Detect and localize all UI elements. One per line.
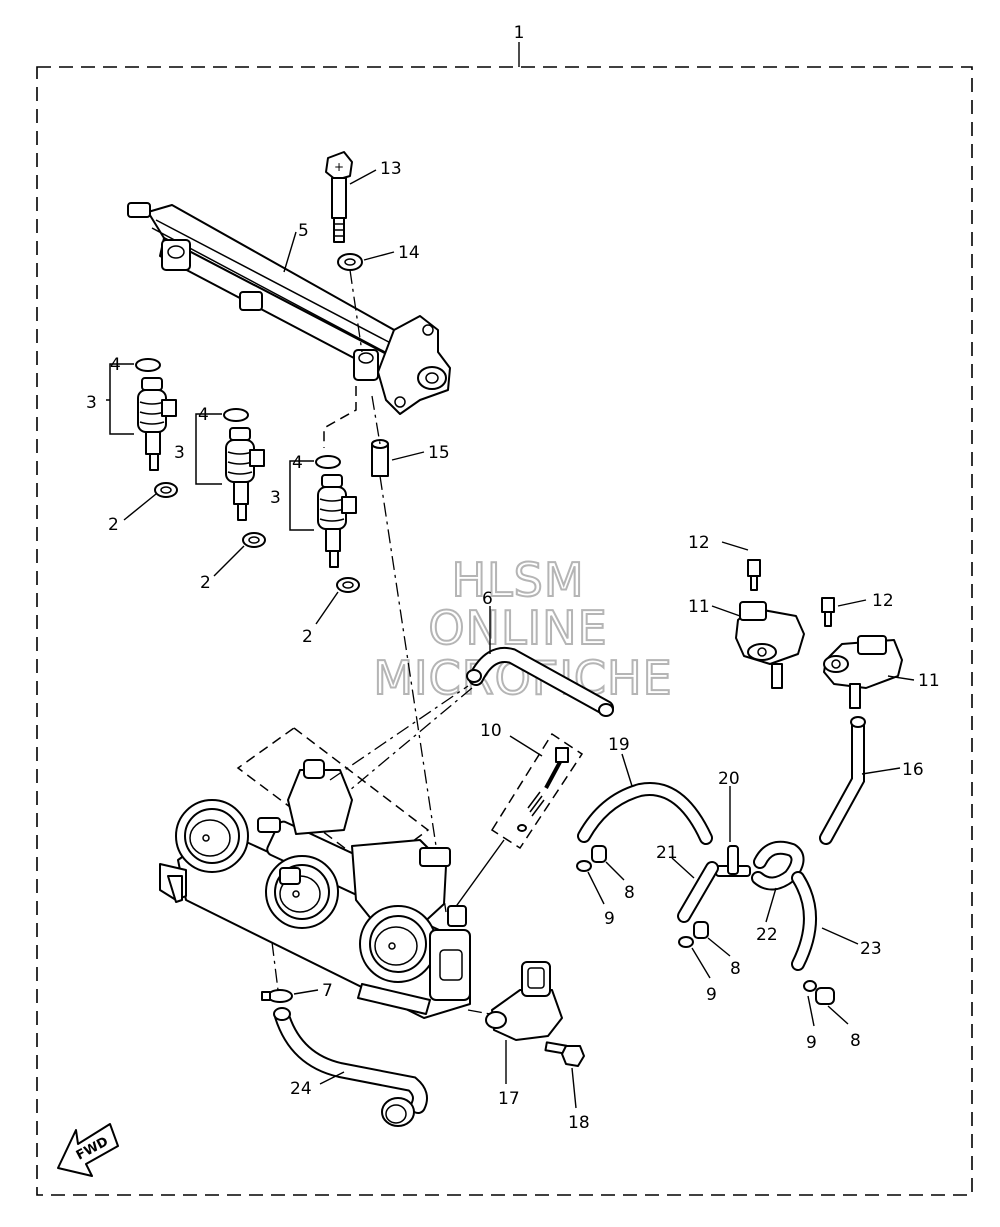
pressure-sensor-1 (735, 559, 805, 689)
callout-18: 18 (568, 1113, 590, 1133)
callout-16: 16 (902, 760, 924, 780)
callout-10: 10 (480, 721, 502, 741)
callout-13: 13 (380, 159, 402, 179)
callout-19: 19 (608, 735, 630, 755)
cap-8-c (815, 987, 835, 1005)
clip-9-b (678, 936, 694, 948)
callout-12-a: 12 (688, 533, 710, 553)
callout-3-c: 3 (270, 488, 281, 508)
fuel-rail (127, 202, 451, 415)
clip-9-a (576, 860, 592, 872)
callout-21: 21 (656, 843, 678, 863)
callout-20: 20 (718, 769, 740, 789)
adjust-screw-set (490, 732, 584, 850)
hose-23 (791, 871, 817, 971)
callout-9-a: 9 (604, 909, 615, 929)
callout-14: 14 (398, 243, 420, 263)
injector-2 (223, 408, 266, 548)
callout-23: 23 (860, 939, 882, 959)
injector-1 (135, 358, 178, 498)
rail-collar (371, 439, 389, 477)
hose-19 (577, 782, 713, 845)
callout-4-c: 4 (292, 453, 303, 473)
callout-9-c: 9 (806, 1033, 817, 1053)
sensor-bolt (544, 1041, 585, 1067)
callout-12-b: 12 (872, 591, 894, 611)
watermark-line-2: ONLINE (428, 601, 607, 655)
hose-clip-7 (261, 989, 293, 1003)
callout-11-b: 11 (918, 671, 940, 691)
throttle-position-sensor (485, 961, 563, 1041)
callout-4-a: 4 (110, 355, 121, 375)
callout-22: 22 (756, 925, 778, 945)
hose-24 (273, 1007, 428, 1127)
callout-15: 15 (428, 443, 450, 463)
callout-9-b: 9 (706, 985, 717, 1005)
callout-2-a: 2 (108, 515, 119, 535)
assembly-boundary (36, 66, 973, 1196)
callout-11-a: 11 (688, 597, 710, 617)
watermark: HLSM ONLINE MICROFICHE (372, 552, 672, 706)
tee-fitting-20 (715, 845, 751, 877)
callout-3-a: 3 (86, 393, 97, 413)
callout-8-a: 8 (624, 883, 635, 903)
callout-7: 7 (322, 981, 333, 1001)
rail-bolt: + (325, 151, 353, 243)
svg-text:+: + (334, 160, 344, 174)
callout-8-b: 8 (730, 959, 741, 979)
callout-8-c: 8 (850, 1031, 861, 1051)
rail-washer (337, 253, 363, 271)
cap-8-a (591, 845, 607, 863)
callout-assembly: 1 (514, 23, 525, 43)
throttle-body (159, 727, 471, 1019)
injector-3 (315, 455, 360, 593)
watermark-line-1: HLSM (451, 553, 584, 607)
callout-5: 5 (298, 221, 309, 241)
clip-9-c (803, 980, 817, 992)
hose-6 (466, 647, 614, 717)
forward-arrow-icon: FWD (57, 1123, 119, 1177)
callout-17: 17 (498, 1089, 520, 1109)
callout-24: 24 (290, 1079, 312, 1099)
hose-22 (751, 840, 805, 891)
pressure-sensor-2 (821, 597, 903, 709)
callout-3-b: 3 (174, 443, 185, 463)
callout-2-b: 2 (200, 573, 211, 593)
hose-16 (819, 716, 866, 845)
cap-8-b (693, 921, 709, 939)
callout-4-b: 4 (198, 405, 209, 425)
hose-21 (677, 861, 719, 923)
callout-2-c: 2 (302, 627, 313, 647)
callout-6: 6 (482, 589, 493, 609)
